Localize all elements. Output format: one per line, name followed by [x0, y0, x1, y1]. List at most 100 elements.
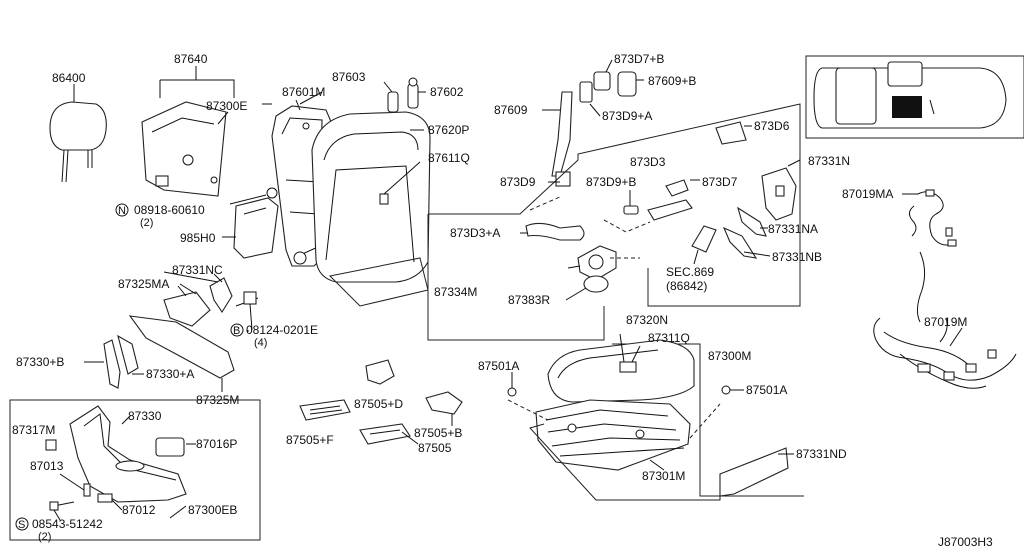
- side-airbag-module: [222, 197, 279, 259]
- label-87501A-right: 87501A: [746, 383, 787, 397]
- label-873D9B: 873D9+B: [586, 175, 636, 189]
- label-873D3A: 873D3+A: [450, 226, 500, 240]
- label-87317M: 87317M: [12, 423, 55, 437]
- symbol-S: S: [18, 519, 25, 531]
- label-87012: 87012: [122, 503, 156, 517]
- label-87300M: 87300M: [708, 349, 751, 363]
- label-87330A: 87330+A: [146, 367, 194, 381]
- label-87640: 87640: [174, 52, 208, 66]
- bracket-87505B: [425, 391, 463, 426]
- clip-87602: [407, 77, 426, 109]
- bracket-87325MA: [163, 285, 211, 327]
- label-87505F: 87505+F: [286, 433, 334, 447]
- side-cover-87331N: [761, 159, 801, 221]
- seat-back-board: [141, 66, 235, 197]
- label-873D7: 873D7: [702, 175, 738, 189]
- clip-87501A-left: [507, 372, 517, 397]
- headrest: [49, 84, 107, 183]
- seatbelt-buckle: [691, 225, 717, 265]
- label-87603: 87603: [332, 70, 366, 84]
- diagram-id: J87003H3: [938, 535, 993, 549]
- label-873D9: 873D9: [500, 175, 536, 189]
- label-87330B: 87330+B: [16, 355, 64, 369]
- trim-87325M: [128, 315, 235, 392]
- label-873D6: 873D6: [754, 119, 790, 133]
- duct-873D3A: [520, 195, 585, 241]
- label-87019M: 87019M: [924, 315, 967, 329]
- switch-87016P: [155, 437, 196, 457]
- label-87325M: 87325M: [196, 393, 239, 407]
- label-87330: 87330: [128, 409, 162, 423]
- label-08543-qty: (2): [38, 531, 51, 543]
- label-87611Q: 87611Q: [428, 151, 470, 165]
- rail-87505F: [299, 399, 351, 421]
- cover-87331NA: [737, 206, 768, 237]
- label-87505B: 87505+B: [414, 426, 462, 440]
- label-87331ND: 87331ND: [796, 447, 847, 461]
- label-87620P: 87620P: [428, 123, 469, 137]
- label-87331NB: 87331NB: [772, 250, 822, 264]
- label-87334M: 87334M: [434, 285, 477, 299]
- label-08543: 08543-51242: [32, 517, 103, 531]
- lumbar-harness: [542, 91, 573, 187]
- label-87609: 87609: [494, 103, 528, 117]
- label-87311Q: 87311Q: [648, 331, 690, 345]
- label-87016P: 87016P: [196, 437, 237, 451]
- label-87505: 87505: [418, 441, 452, 455]
- label-87300E: 87300E: [206, 99, 247, 113]
- bracket-87331NC: [209, 273, 233, 314]
- seat-back-cushion: [311, 111, 431, 307]
- clip-873D9B: [623, 190, 639, 215]
- nut-08918: [229, 187, 278, 205]
- label-87601M: 87601M: [282, 85, 325, 99]
- finisher-87331ND: [719, 447, 794, 497]
- label-87320N: 87320N: [626, 313, 668, 327]
- vehicle-location-inset: [805, 55, 1024, 139]
- label-87019MA: 87019MA: [842, 187, 893, 201]
- label-873D3: 873D3: [630, 155, 666, 169]
- symbol-B: B: [233, 325, 240, 337]
- seat-cushion: [507, 333, 804, 501]
- bracket-87505D: [365, 359, 395, 385]
- label-87602: 87602: [430, 85, 464, 99]
- highlighted-seat: [892, 96, 922, 118]
- screw-08543: [49, 501, 75, 521]
- rod-87300EB: [169, 505, 187, 519]
- label-87325MA: 87325MA: [118, 277, 169, 291]
- clip-87317M: [45, 439, 57, 451]
- label-87301M: 87301M: [642, 469, 685, 483]
- label-08124: 08124-0201E: [246, 323, 318, 337]
- cover-87331NB: [722, 226, 771, 259]
- connector-87609B: [617, 71, 644, 97]
- connector-873D6: [715, 121, 752, 145]
- inset-box-87330: [9, 399, 261, 541]
- clip-87013: [59, 473, 91, 497]
- blower-87334M: [565, 245, 640, 301]
- connector-873D7B: [579, 59, 613, 117]
- label-87013: 87013: [30, 459, 64, 473]
- symbol-B-circle: [230, 323, 244, 337]
- knob-87012: [97, 493, 123, 511]
- duct-873D7: [603, 179, 700, 233]
- label-08918: 08918-60610: [134, 203, 205, 217]
- label-873D7B: 873D7+B: [614, 52, 664, 66]
- label-87383R: 87383R: [508, 293, 550, 307]
- label-sec869: SEC.869: [666, 265, 714, 279]
- side-shield-87330: [69, 405, 187, 503]
- label-86400: 86400: [52, 71, 86, 85]
- label-87331N: 87331N: [808, 154, 850, 168]
- clip-87603: [383, 81, 399, 113]
- label-08918-qty: (2): [140, 217, 153, 229]
- label-87300EB: 87300EB: [188, 503, 237, 517]
- rail-87505: [359, 423, 419, 445]
- harness-87019MA: [902, 189, 957, 247]
- clip-87501A-right: [721, 385, 744, 395]
- label-87331NA: 87331NA: [768, 222, 818, 236]
- symbol-S-circle: [15, 517, 29, 531]
- bolt-08124: [235, 291, 259, 331]
- symbol-N-circle: [115, 203, 129, 217]
- trim-87330A: [117, 334, 144, 375]
- label-87609B: 87609+B: [648, 74, 696, 88]
- trim-87330B: [84, 339, 121, 389]
